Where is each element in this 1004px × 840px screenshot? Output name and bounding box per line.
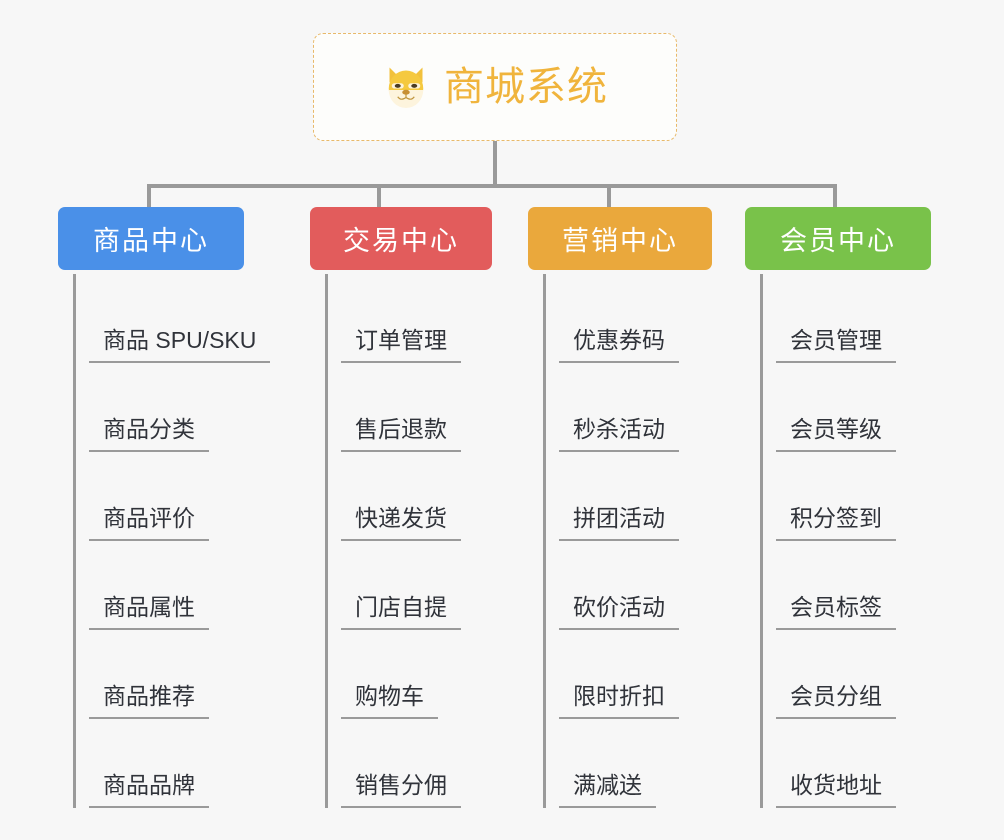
leaf-connector [776,717,792,719]
leaf-connector [776,628,792,630]
leaf-item-label: 商品 SPU/SKU [103,329,271,363]
leaf-item-label: 积分签到 [790,507,896,541]
leaf-item-label: 购物车 [355,685,438,719]
leaf-connector [776,361,792,363]
leaf-connector [776,806,792,808]
leaf-item-label: 商品推荐 [103,685,209,719]
leaf-item-label: 会员分组 [790,685,896,719]
leaf-connector [341,450,357,452]
leaf-item[interactable]: 收货地址 [760,719,931,808]
leaf-connector [776,450,792,452]
leaf-item[interactable]: 拼团活动 [543,452,712,541]
leaf-item[interactable]: 满减送 [543,719,712,808]
leaf-item-label: 商品品牌 [103,774,209,808]
leaf-item[interactable]: 快递发货 [325,452,492,541]
leaf-connector [559,806,575,808]
leaf-item-label: 会员等级 [790,418,896,452]
leaf-item-label: 砍价活动 [573,596,679,630]
leaf-connector [89,628,105,630]
leaf-item-label: 商品评价 [103,507,209,541]
category-items-2: 订单管理售后退款快递发货门店自提购物车销售分佣 [310,274,492,808]
category-header-2[interactable]: 交易中心 [310,207,492,270]
leaf-item[interactable]: 订单管理 [325,274,492,363]
leaf-connector [89,361,105,363]
leaf-connector [89,450,105,452]
category-header-4[interactable]: 会员中心 [745,207,931,270]
category-items-1: 商品 SPU/SKU 商品分类商品评价商品属性商品推荐商品品牌 [58,274,271,808]
leaf-item[interactable]: 购物车 [325,630,492,719]
leaf-connector [89,539,105,541]
leaf-connector [341,806,357,808]
leaf-item[interactable]: 商品 SPU/SKU [73,274,271,363]
leaf-connector [559,450,575,452]
leaf-item-label: 限时折扣 [573,685,679,719]
leaf-item[interactable]: 会员分组 [760,630,931,719]
leaf-item-label: 会员标签 [790,596,896,630]
leaf-item[interactable]: 商品推荐 [73,630,244,719]
leaf-item[interactable]: 会员管理 [760,274,931,363]
leaf-connector [776,539,792,541]
leaf-connector [341,628,357,630]
leaf-item-label: 销售分佣 [355,774,461,808]
connector-drop-2 [377,184,381,210]
leaf-item-label: 快递发货 [355,507,461,541]
column-2: 交易中心订单管理售后退款快递发货门店自提购物车销售分佣 [310,207,492,808]
column-spine-4 [760,274,763,808]
leaf-item-label: 优惠券码 [573,329,679,363]
column-3: 营销中心优惠券码秒杀活动拼团活动砍价活动限时折扣满减送 [528,207,712,808]
leaf-item[interactable]: 门店自提 [325,541,492,630]
leaf-item[interactable]: 秒杀活动 [543,363,712,452]
leaf-item[interactable]: 商品评价 [73,452,244,541]
column-1: 商品中心商品 SPU/SKU 商品分类商品评价商品属性商品推荐商品品牌 [58,207,271,808]
leaf-item[interactable]: 限时折扣 [543,630,712,719]
root-title: 商城系统 [444,65,608,109]
leaf-item[interactable]: 砍价活动 [543,541,712,630]
root-node[interactable]: 商城系统 [313,33,677,141]
leaf-item[interactable]: 销售分佣 [325,719,492,808]
category-header-1[interactable]: 商品中心 [58,207,244,270]
category-items-3: 优惠券码秒杀活动拼团活动砍价活动限时折扣满减送 [528,274,712,808]
leaf-connector [341,361,357,363]
connector-drop-1 [147,184,151,210]
connector-drop-3 [607,184,611,210]
leaf-item[interactable]: 售后退款 [325,363,492,452]
leaf-item[interactable]: 优惠券码 [543,274,712,363]
leaf-item-label: 商品分类 [103,418,209,452]
connector-stem [493,141,497,186]
leaf-item-label: 售后退款 [355,418,461,452]
leaf-item-label: 商品属性 [103,596,209,630]
leaf-connector [559,361,575,363]
leaf-item-label: 拼团活动 [573,507,679,541]
leaf-connector [341,717,357,719]
leaf-item-label: 秒杀活动 [573,418,679,452]
column-4: 会员中心会员管理会员等级积分签到会员标签会员分组收货地址 [745,207,931,808]
leaf-connector [559,717,575,719]
leaf-connector [89,806,105,808]
column-spine-3 [543,274,546,808]
leaf-item-label: 满减送 [573,774,656,808]
column-spine-2 [325,274,328,808]
leaf-item-label: 收货地址 [790,774,896,808]
leaf-item[interactable]: 会员等级 [760,363,931,452]
category-items-4: 会员管理会员等级积分签到会员标签会员分组收货地址 [745,274,931,808]
leaf-connector [559,539,575,541]
leaf-item-label: 订单管理 [355,329,461,363]
leaf-item-label: 会员管理 [790,329,896,363]
connector-bar [147,184,837,188]
connector-drop-4 [833,184,837,210]
shiba-dog-face-icon [388,67,424,108]
category-header-3[interactable]: 营销中心 [528,207,712,270]
leaf-connector [341,539,357,541]
leaf-connector [89,717,105,719]
leaf-item[interactable]: 商品分类 [73,363,244,452]
leaf-connector [559,628,575,630]
leaf-item[interactable]: 商品属性 [73,541,244,630]
leaf-item[interactable]: 积分签到 [760,452,931,541]
column-spine-1 [73,274,76,808]
leaf-item-label: 门店自提 [355,596,461,630]
leaf-item[interactable]: 会员标签 [760,541,931,630]
leaf-item[interactable]: 商品品牌 [73,719,244,808]
